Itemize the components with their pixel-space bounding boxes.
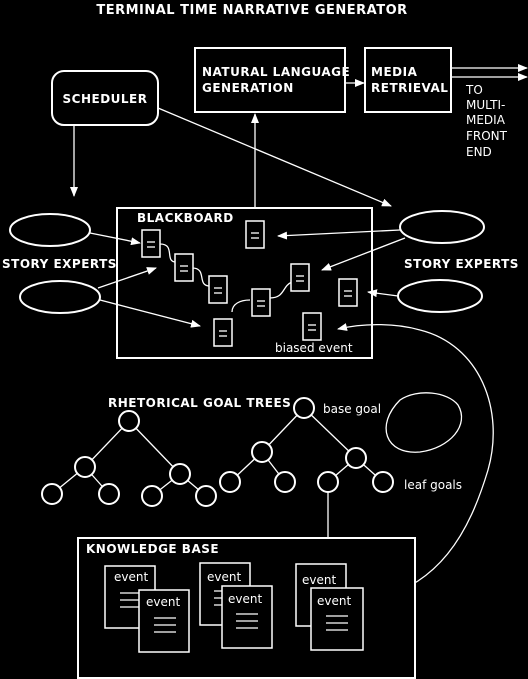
left-tree-leaf-node: [41, 483, 63, 505]
left-goal-tree: [41, 410, 217, 507]
media-label-1: MEDIA: [371, 65, 418, 79]
arrow-kb-to-biased-event: [337, 323, 494, 603]
media-label-2: RETRIEVAL: [371, 81, 448, 95]
kb-event-group-2: event event: [199, 562, 273, 649]
loop-curl: [385, 392, 463, 453]
arrow-expert-l2-a: [97, 267, 157, 289]
base-goal-node: [293, 397, 315, 419]
kb-event-group-1: event event: [104, 565, 190, 653]
blackboard-title: BLACKBOARD: [137, 211, 234, 225]
event-label: event: [207, 570, 241, 584]
arrow-scheduler-to-right-experts: [157, 107, 392, 207]
bb-note-7: [338, 278, 358, 307]
right-tree-node: [251, 441, 273, 463]
knowledge-base-title: KNOWLEDGE BASE: [86, 542, 219, 556]
kb-event-group-3: event event: [295, 563, 364, 651]
left-tree-node: [74, 456, 96, 478]
biased-event-label: biased event: [275, 341, 353, 355]
frontend-label-3: MEDIA: [466, 113, 506, 127]
left-tree-root-node: [118, 410, 140, 432]
arrow-expert-l2-b: [99, 299, 201, 328]
nlg-label-2: GENERATION: [202, 81, 294, 95]
goal-trees-title: RHETORICAL GOAL TREES: [108, 396, 291, 410]
leaf-goal-node: [274, 471, 296, 493]
story-experts-left-label: STORY EXPERTS: [2, 257, 117, 271]
story-expert-right-1: [399, 210, 485, 244]
bb-chain-4: [269, 281, 293, 299]
left-tree-leaf-node: [98, 483, 120, 505]
right-tree-node: [345, 447, 367, 469]
story-expert-left-2: [19, 280, 101, 314]
frontend-label-4: FRONT: [466, 129, 508, 143]
left-tree-leaf-node: [195, 485, 217, 507]
event-label: event: [114, 570, 148, 584]
story-expert-right-2: [397, 279, 483, 313]
nlg-box: [194, 47, 346, 113]
bb-note-biased: [302, 312, 322, 341]
base-goal-label: base goal: [323, 402, 381, 416]
leaf-goal-node: [219, 471, 241, 493]
story-experts-right-label: STORY EXPERTS: [404, 257, 519, 271]
frontend-label-1: TO: [465, 83, 483, 97]
bb-note-3: [208, 275, 228, 304]
scheduler-box: [51, 70, 159, 126]
bb-chain-2: [191, 267, 211, 287]
arrow-expert-r2: [367, 289, 399, 298]
frontend-label-5: END: [466, 145, 492, 159]
nlg-label-1: NATURAL LANGUAGE: [202, 65, 350, 79]
media-retrieval-box: [364, 47, 452, 113]
event-label: event: [302, 573, 336, 587]
story-expert-left-1: [9, 213, 91, 247]
bb-note-4: [245, 220, 265, 249]
event-card: [138, 589, 190, 653]
arrow-expert-l1: [89, 232, 141, 246]
leaf-goal-node: [317, 471, 339, 493]
leaf-goal-node: [372, 471, 394, 493]
bb-note-8: [213, 318, 233, 347]
arrow-expert-r1-a: [277, 229, 401, 240]
event-label: event: [317, 594, 351, 608]
event-card: [310, 587, 364, 651]
bb-chain-3: [231, 299, 251, 313]
bb-chain-1: [159, 243, 177, 263]
bb-note-1: [141, 229, 161, 258]
frontend-label-2: MULTI-: [466, 98, 505, 112]
bb-note-6: [251, 288, 271, 317]
event-label: event: [228, 592, 262, 606]
bb-note-5: [290, 263, 310, 292]
left-tree-leaf-node: [141, 485, 163, 507]
bb-note-2: [174, 253, 194, 282]
left-tree-node: [169, 463, 191, 485]
scheduler-label: SCHEDULER: [63, 92, 148, 106]
arrow-expert-r1-b: [321, 237, 406, 271]
event-label: event: [146, 595, 180, 609]
leaf-goals-label: leaf goals: [404, 478, 462, 492]
diagram-title: TERMINAL TIME NARRATIVE GENERATOR: [96, 3, 407, 18]
event-card: [221, 585, 273, 649]
